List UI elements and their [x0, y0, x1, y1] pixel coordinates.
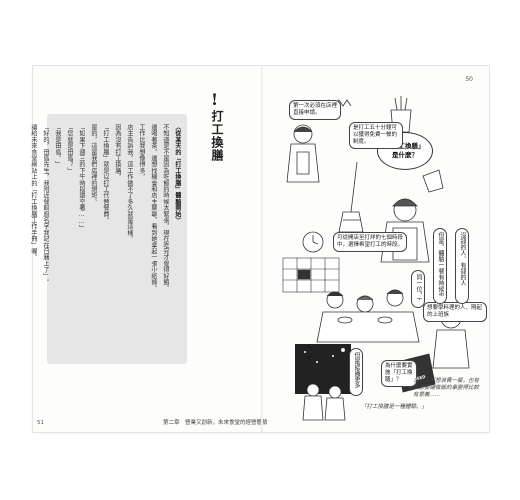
- chef-figure: [380, 198, 430, 263]
- broom: [338, 161, 364, 233]
- title-bubble-line: 是什麼？: [392, 151, 418, 159]
- clock: [302, 231, 324, 253]
- body-line: 因為沒有打工換膳，: [114, 124, 121, 180]
- night-scene: [295, 344, 351, 394]
- chapter-mark: !: [211, 90, 219, 109]
- lead-line: 〈從某天的「打工換膳」體驗開始〉: [174, 124, 181, 224]
- title-bubble-line: 「打工換膳」: [385, 142, 425, 150]
- comic-illustration: 「打工換膳」 是什麼？ 第一次必須在店裡直接申請。 是打工五十分鐘可以獲得免費一…: [273, 92, 487, 422]
- body-line: 店主告訴我，這工作做不了多久就是這樣，: [126, 124, 133, 242]
- calendar-grid: [282, 257, 340, 293]
- comic-drawing: [282, 96, 470, 421]
- body-line: 不知道是不是因為吃飯的時候太緊張，現在吃完才覺得好餓。: [162, 124, 169, 292]
- speech-bubble: 第一次必須在店裡直接申請。: [289, 100, 341, 120]
- running-footer: 第二章 營業又創新，未來食堂的經營體驗: [163, 420, 268, 426]
- body-line: 「您就是田島？」: [66, 124, 73, 174]
- page-number-left: 51: [37, 420, 44, 426]
- text-column-box: 〈從某天的「打工換膳」體驗開始〉 不知道是不是因為吃飯的時候太緊張，現在吃完才覺…: [30, 114, 187, 364]
- book-spread: ! 打工換膳 〈從某天的「打工換膳」體驗開始〉 不知道是不是因為吃飯的時候太緊張…: [30, 66, 489, 432]
- body-line: 「我是田島。」: [54, 124, 61, 168]
- vertical-speech-bubble: 沒錢的人、有錢的人: [455, 228, 469, 304]
- handwritten-note: 「打工換膳是一種體驗。」: [361, 404, 428, 410]
- speech-bubble: 想要學料理的人、剛起的上班族: [423, 302, 487, 322]
- diners-group: [316, 289, 420, 343]
- speech-bubble: 可從開店至打烊的七個時段中，選擇希望打工的時段。: [333, 232, 407, 252]
- page-title: 打工換膳: [210, 110, 224, 162]
- customers-at-door: [302, 383, 346, 421]
- body-text: 〈從某天的「打工換膳」體驗開始〉 不知道是不是因為吃飯的時候太緊張，現在吃完才覺…: [29, 124, 181, 356]
- right-page: 50: [263, 66, 489, 432]
- vertical-speech-bubble: 但是認識更多人: [349, 348, 363, 396]
- vertical-speech-bubble: 但是，體驗一餐有時候也需要，: [433, 228, 447, 304]
- dustpan: [422, 169, 444, 193]
- handwritten-note: 有些人不想浪費一餐，也有人想要讓做飯的事變得比較有意義……: [413, 378, 480, 398]
- waiter-figure: [286, 124, 320, 183]
- title-bubble: 「打工換膳」 是什麼？: [377, 132, 433, 170]
- body-line: 邊喝著茶，邊想找機會和店主聊聊，看到她拿起一張小紙條。: [150, 124, 157, 292]
- body-line: 「好的，田島先生，我附近餐館廚名字我記在日曆上了」。: [42, 124, 49, 286]
- book-gutter: [261, 66, 263, 432]
- body-line: 工作比我想像得多，: [138, 124, 145, 180]
- vertical-speech-bubble: 同一位，不管是什麼人，都能吃一頓。: [411, 270, 425, 308]
- body-line: 是的，這是我們店裡的規矩。: [90, 124, 97, 205]
- speech-bubble: 是打工五十分鐘可以獲得免費一餐的制度。: [349, 122, 403, 149]
- page-number-right: 50: [465, 76, 473, 83]
- body-line: 讓給未來食堂網站上的「打工換膳工作手冊」喔。: [30, 124, 37, 261]
- speech-bubble: 為什麼要實施「打工換膳」？: [381, 360, 417, 387]
- body-line: 「打工換膳」就是以打工代替餐費。: [102, 124, 109, 224]
- body-line: 「如果下週三的下午時段還空著……」: [78, 124, 85, 231]
